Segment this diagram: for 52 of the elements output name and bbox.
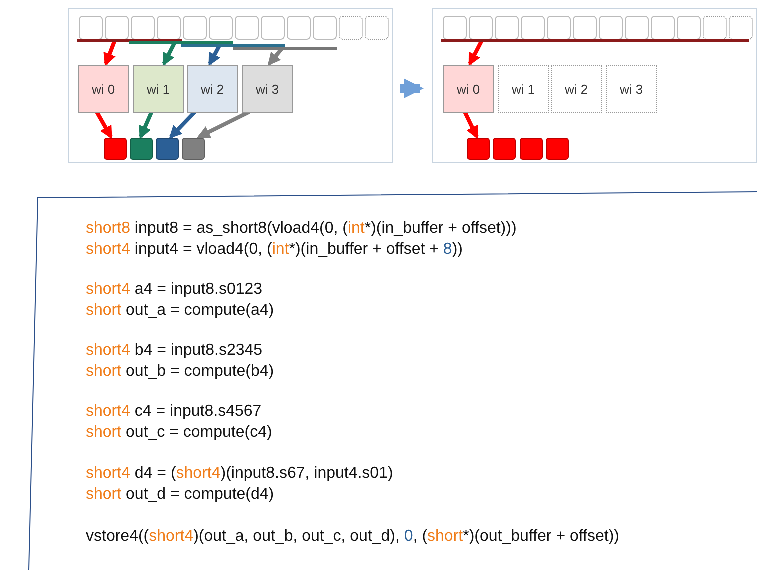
output-block [130,138,153,160]
range-bar [129,41,233,44]
diagram-panel [432,8,757,163]
range-bar [441,39,749,42]
output-block [182,138,205,160]
arrow [463,111,479,140]
work-item-box: wi 0 [78,65,129,113]
work-item-box: wi 3 [606,65,657,113]
code-line: short4 a4 = input8.s0123 [86,281,263,299]
output-block [546,138,569,160]
arrow [468,40,484,66]
code-line: short out_c = compute(c4) [86,424,272,442]
code-line: short out_d = compute(d4) [86,486,274,504]
work-item-box: wi 1 [498,65,549,113]
work-item-box: wi 3 [242,65,293,113]
code-line: short4 d4 = (short4)(input8.s67, input4.s01) [86,465,394,483]
code-line: short out_b = compute(b4) [86,363,274,381]
output-block [493,138,516,160]
code-line: short out_a = compute(a4) [86,302,274,320]
arrow [139,111,154,140]
output-block [520,138,543,160]
memory-cell [261,16,285,40]
memory-cell [209,16,233,40]
work-item-box: wi 1 [133,65,184,113]
work-item-box: wi 2 [551,65,602,113]
output-block [104,138,127,160]
arrow [197,110,251,139]
memory-cell [339,16,363,40]
work-item-box: wi 0 [443,65,494,113]
output-block [467,138,490,160]
arrow [208,45,222,66]
work-item-box: wi 2 [187,65,238,113]
code-line: short4 c4 = input8.s4567 [86,403,262,421]
arrow [169,110,197,139]
arrow [104,40,117,66]
code-line: vstore4((short4)(out_a, out_b, out_c, out_d), 0, (short*)(out_buffer + offset)) [86,528,620,546]
code-line: short8 input8 = as_short8(vload4(0, (int*)(in_buffer + offset))) [86,220,517,238]
output-block [156,138,179,160]
code-line: short4 input4 = vload4(0, (int*)(in_buffer + offset + 8)) [86,241,463,259]
arrow [162,42,177,66]
range-bar [181,44,285,47]
code-line: short4 b4 = input8.s2345 [86,342,263,360]
arrow [268,48,284,66]
block-arrow [400,78,424,99]
memory-cell [235,16,259,40]
memory-cell [287,16,311,40]
memory-cell [183,16,207,40]
diagram-panel [68,8,393,163]
range-bar [233,47,337,50]
memory-cell [365,16,389,40]
memory-cell [313,16,337,40]
arrow [95,111,113,140]
